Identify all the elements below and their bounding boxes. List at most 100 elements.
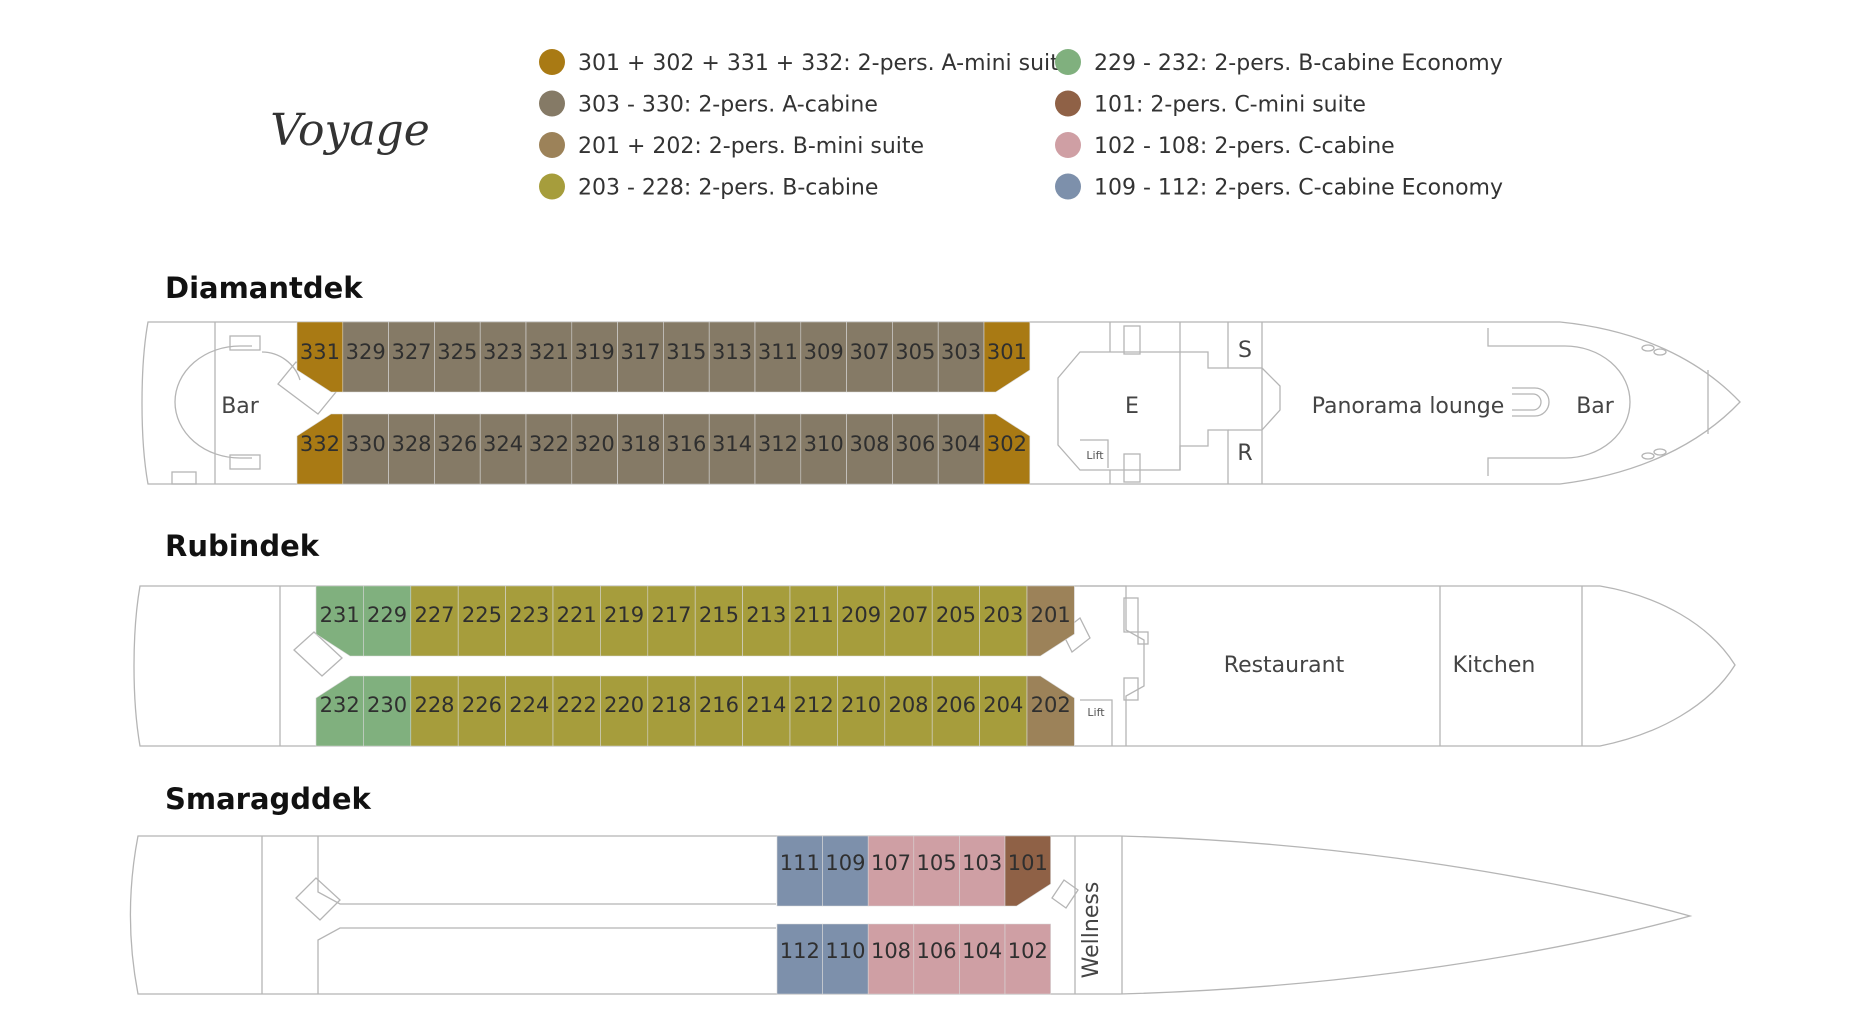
- cabin-number: 218: [651, 693, 691, 717]
- wellness-label: Wellness: [1079, 882, 1104, 979]
- cabin-number: 109: [825, 851, 865, 875]
- cabin-number: 107: [871, 851, 911, 875]
- room-r-label: R: [1237, 441, 1252, 466]
- legend-label-c_cab: 102 - 108: 2-pers. C-cabine: [1094, 134, 1395, 159]
- deck-title-diamantdek: Diamantdek: [165, 271, 363, 305]
- legend-label-c_mini: 101: 2-pers. C-mini suite: [1094, 93, 1366, 118]
- cabin-number: 324: [483, 432, 523, 456]
- legend-swatch-b_cab: [539, 173, 565, 200]
- cabin-number: 321: [529, 340, 569, 364]
- cabin-201[interactable]: [1026, 585, 1075, 657]
- cabin-number: 315: [666, 340, 706, 364]
- lift-label: Lift: [1086, 449, 1104, 462]
- cabin-number: 221: [557, 603, 597, 627]
- cabin-number: 306: [895, 432, 935, 456]
- elevator-label: E: [1125, 394, 1139, 419]
- cabin-number: 330: [346, 432, 386, 456]
- legend-swatch-c_eco: [1055, 173, 1081, 200]
- legend-label-a_cab: 303 - 330: 2-pers. A-cabine: [578, 93, 878, 118]
- hull-outline: [129, 835, 1693, 995]
- cabin-231[interactable]: [315, 585, 364, 657]
- aft-stair: [293, 631, 343, 677]
- cabin-number: 320: [575, 432, 615, 456]
- panorama-lounge-label: Panorama lounge: [1312, 394, 1505, 419]
- cabin-number: 210: [841, 693, 881, 717]
- cabin-number: 329: [346, 340, 386, 364]
- cabin-number: 319: [575, 340, 615, 364]
- legend-label-c_eco: 109 - 112: 2-pers. C-cabine Economy: [1094, 176, 1503, 201]
- cabin-number: 232: [320, 693, 360, 717]
- cabin-number: 103: [962, 851, 1002, 875]
- legend-label-b_cab: 203 - 228: 2-pers. B-cabine: [578, 176, 878, 201]
- cabin-number: 112: [780, 939, 820, 963]
- cabin-number: 215: [699, 603, 739, 627]
- cabin-number: 224: [509, 693, 549, 717]
- mid-stair: [1051, 879, 1079, 909]
- deck-title-rubindek: Rubindek: [165, 529, 320, 563]
- legend-label-b_eco: 229 - 232: 2-pers. B-cabine Economy: [1094, 51, 1503, 76]
- cabin-202[interactable]: [1026, 675, 1075, 747]
- cabin-number: 310: [804, 432, 844, 456]
- cabin-301[interactable]: [983, 321, 1031, 393]
- cabin-number: 203: [983, 603, 1023, 627]
- cabin-number: 225: [462, 603, 502, 627]
- cabin-number: 230: [367, 693, 407, 717]
- cabin-number: 316: [666, 432, 706, 456]
- cabin-number: 108: [871, 939, 911, 963]
- cabin-number: 317: [620, 340, 660, 364]
- cabin-number: 228: [414, 693, 454, 717]
- cabin-number: 318: [620, 432, 660, 456]
- cabin-number: 204: [983, 693, 1023, 717]
- legend: 301 + 302 + 331 + 332: 2-pers. A-mini su…: [539, 49, 1503, 201]
- cabin-number: 105: [917, 851, 957, 875]
- cabin-number: 205: [936, 603, 976, 627]
- cabin-number: 322: [529, 432, 569, 456]
- legend-swatch-c_cab: [1055, 132, 1081, 158]
- legend-swatch-c_mini: [1055, 90, 1081, 117]
- lounge-u-icon: [1512, 387, 1550, 417]
- cabin-number: 101: [1008, 851, 1048, 875]
- cabin-number: 102: [1008, 939, 1048, 963]
- cabin-number: 314: [712, 432, 752, 456]
- cabin-number: 327: [391, 340, 431, 364]
- cabin-number: 229: [367, 603, 407, 627]
- cabin-102[interactable]: [1004, 923, 1051, 995]
- cabin-number: 325: [437, 340, 477, 364]
- cabin-number: 106: [917, 939, 957, 963]
- corridor-outline: [317, 836, 776, 994]
- cabin-number: 212: [794, 693, 834, 717]
- aft-stair: [295, 877, 341, 921]
- cabin-number: 220: [604, 693, 644, 717]
- cabin-number: 326: [437, 432, 477, 456]
- cabin-number: 217: [651, 603, 691, 627]
- cabin-331[interactable]: [296, 321, 344, 393]
- cabin-number: 313: [712, 340, 752, 364]
- cabin-number: 213: [746, 603, 786, 627]
- ship-name: Voyage: [270, 105, 430, 156]
- cabin-number: 331: [300, 340, 340, 364]
- deck-title-smaragddek: Smaragddek: [165, 782, 371, 816]
- deck-smaragddek: [129, 835, 1693, 995]
- legend-swatch-a_cab: [539, 90, 565, 117]
- restaurant-label: Restaurant: [1224, 653, 1345, 678]
- cabin-number: 307: [849, 340, 889, 364]
- cabin-number: 223: [509, 603, 549, 627]
- cabin-number: 219: [604, 603, 644, 627]
- cabin-302[interactable]: [983, 413, 1031, 485]
- cabin-101[interactable]: [1004, 835, 1051, 907]
- legend-swatch-a_mini: [539, 49, 565, 75]
- cabin-number: 104: [962, 939, 1002, 963]
- cabin-number: 201: [1031, 603, 1071, 627]
- cabin-number: 309: [804, 340, 844, 364]
- cabin-number: 206: [936, 693, 976, 717]
- room-s-label: S: [1238, 338, 1252, 363]
- cabin-number: 303: [941, 340, 981, 364]
- cabin-number: 226: [462, 693, 502, 717]
- cabin-number: 332: [300, 432, 340, 456]
- legend-label-b_mini: 201 + 202: 2-pers. B-mini suite: [578, 134, 924, 159]
- legend-label-a_mini: 301 + 302 + 331 + 332: 2-pers. A-mini su…: [578, 51, 1072, 76]
- cabin-number: 214: [746, 693, 786, 717]
- cabin-number: 308: [849, 432, 889, 456]
